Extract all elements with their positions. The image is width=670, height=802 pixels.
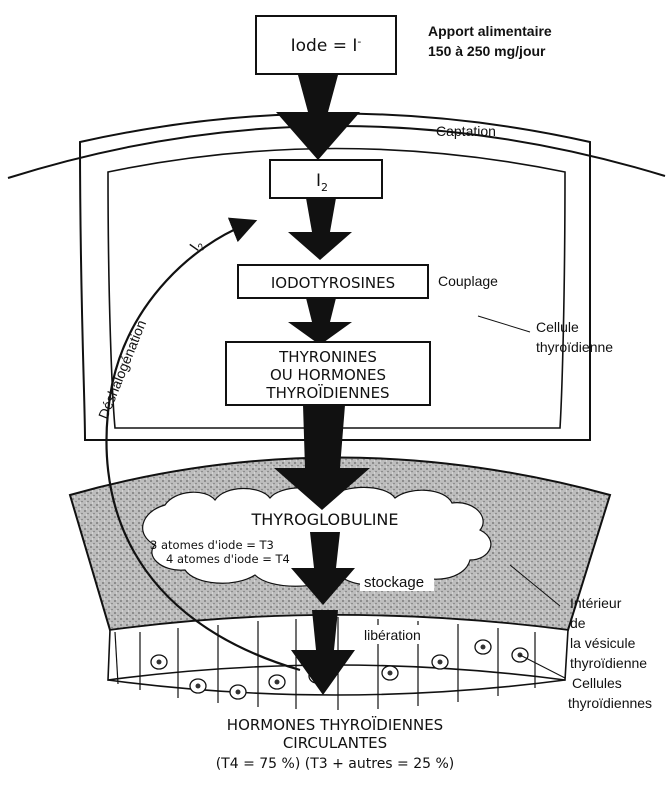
- captation-label: Captation: [436, 123, 496, 139]
- thyronines-line-3: THYROÏDIENNES: [265, 383, 389, 402]
- liberation-label: libération: [364, 627, 421, 643]
- couplage-label: Couplage: [438, 273, 498, 289]
- interieur-line-3: la vésicule: [570, 635, 636, 651]
- apport-line-1: Apport alimentaire: [428, 23, 552, 39]
- hormones-line-1: HORMONES THYROÏDIENNES: [227, 715, 443, 734]
- thyronines-line-1: THYRONINES: [278, 348, 377, 366]
- interieur-line-2: de: [570, 615, 586, 631]
- apport-line-2: 150 à 250 mg/jour: [428, 43, 546, 59]
- iode-label: Iode = I: [291, 36, 358, 56]
- atomes-t4-label: 4 atomes d'iode = T4: [166, 552, 290, 566]
- deshalogenation-label: Déshalogénation: [95, 318, 149, 421]
- thyroglobuline-label: THYROGLOBULINE: [250, 510, 398, 529]
- stockage-label: stockage: [364, 574, 424, 591]
- i2-subscript: 2: [321, 181, 328, 194]
- hormones-line-3: (T4 = 75 %) (T3 + autres = 25 %): [216, 756, 455, 772]
- svg-text:I2: I2: [186, 236, 208, 256]
- atomes-t3-label: 3 atomes d'iode = T3: [150, 538, 274, 552]
- cellule-line-2: thyroïdienne: [536, 339, 613, 355]
- svg-text:Iode = I-: Iode = I-: [291, 35, 362, 56]
- hormones-line-2: CIRCULANTES: [283, 734, 387, 752]
- interieur-line-4: thyroïdienne: [570, 655, 647, 671]
- thyronines-line-2: OU HORMONES: [270, 366, 386, 384]
- iode-charge: -: [357, 35, 361, 48]
- iodotyrosines-label: IODOTYROSINES: [271, 274, 395, 292]
- cellule-line-1: Cellule: [536, 319, 579, 335]
- cellule-leader-line: [478, 316, 530, 332]
- cellules-line-2: thyroïdiennes: [568, 695, 652, 711]
- interieur-line-1: Intérieur: [570, 595, 622, 611]
- cellules-line-1: Cellules: [572, 675, 622, 691]
